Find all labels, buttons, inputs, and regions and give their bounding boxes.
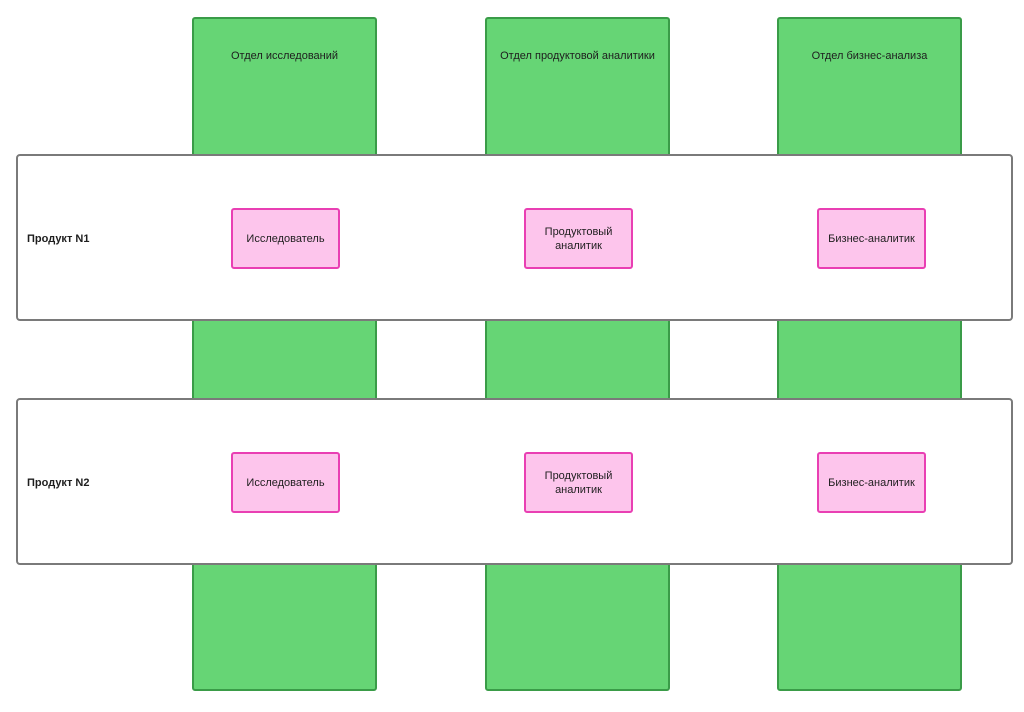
role-product-analyst: Продуктовый аналитик xyxy=(524,452,633,513)
role-label: Исследователь xyxy=(246,476,325,489)
role-label: Бизнес-аналитик xyxy=(828,232,915,245)
product-row-1: Продукт N1 Исследователь Продуктовый ана… xyxy=(16,154,1013,321)
department-title: Отдел бизнес-анализа xyxy=(811,50,928,62)
role-label: Исследователь xyxy=(246,232,325,245)
role-label: Продуктовый аналитик xyxy=(544,469,613,496)
role-label: Продуктовый аналитик xyxy=(544,225,613,252)
department-business-analysis: Отдел бизнес-анализа xyxy=(777,17,962,691)
product-row-2: Продукт N2 Исследователь Продуктовый ана… xyxy=(16,398,1013,565)
product-title: Продукт N1 xyxy=(27,233,90,245)
role-business-analyst: Бизнес-аналитик xyxy=(817,452,926,513)
department-research: Отдел исследований xyxy=(192,17,377,691)
role-product-analyst: Продуктовый аналитик xyxy=(524,208,633,269)
product-title: Продукт N2 xyxy=(27,477,90,489)
department-title: Отдел продуктовой аналитики xyxy=(500,50,655,62)
department-product-analytics: Отдел продуктовой аналитики xyxy=(485,17,670,691)
department-title: Отдел исследований xyxy=(230,50,339,62)
role-researcher: Исследователь xyxy=(231,208,340,269)
role-label: Бизнес-аналитик xyxy=(828,476,915,489)
role-researcher: Исследователь xyxy=(231,452,340,513)
role-business-analyst: Бизнес-аналитик xyxy=(817,208,926,269)
